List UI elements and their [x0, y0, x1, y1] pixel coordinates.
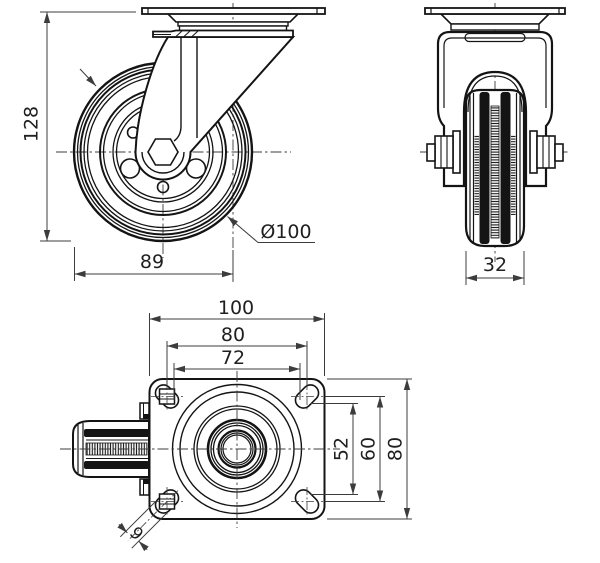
dim-plan-hole-pitch-x-outer-label: 80 — [221, 324, 245, 346]
axle-nut — [536, 135, 556, 169]
side-view: 32 — [420, 3, 570, 285]
dim-plan-plate-depth-label: 80 — [385, 437, 407, 461]
dim-plan-plate-depth: 80 — [327, 378, 412, 520]
axle-bolt-end — [426, 143, 436, 162]
axle-bolt-end — [554, 143, 564, 162]
tread-band — [84, 461, 149, 469]
dim-plan-hole-pitch-x-inner-label: 72 — [221, 347, 245, 369]
dim-plan-hole-pitch-y-inner-label: 52 — [331, 437, 353, 461]
dim-plan-plate-width-label: 100 — [218, 297, 254, 319]
dim-plan-hole-pitch-x-inner: 72 — [173, 347, 301, 400]
dim-front-height: 128 — [21, 11, 136, 242]
washer — [529, 130, 538, 174]
axle-nut — [434, 135, 454, 169]
tread-texture — [511, 135, 516, 215]
dim-plan-plate-width: 100 — [149, 297, 325, 376]
dim-side-wheel-width: 32 — [465, 251, 525, 285]
dim-wheel-diameter-label: Ø100 — [260, 221, 311, 243]
side-axle — [426, 130, 564, 174]
side-wheel — [464, 88, 526, 248]
hub-hole — [156, 180, 170, 194]
tread-band — [479, 92, 490, 244]
front-fork — [134, 36, 296, 181]
washer — [452, 130, 461, 174]
dim-wheel-diameter: Ø100 — [227, 216, 315, 243]
tread-band — [500, 92, 511, 244]
tire-pointer-arrow — [79, 68, 97, 87]
dim-plan-slot-width-label: 9 — [125, 523, 147, 545]
plan-wheel — [72, 402, 150, 496]
dim-plan-hole-pitch-y-outer: 60 — [325, 396, 385, 502]
tread-texture — [490, 105, 500, 239]
plan-view: 100 80 72 52 60 80 — [60, 297, 412, 552]
side-top-plate — [424, 7, 566, 31]
front-view: 128 89 Ø100 — [21, 3, 326, 282]
axle-hex-nut — [147, 138, 179, 166]
tread-texture — [474, 135, 479, 215]
dim-front-footprint: 89 — [74, 247, 234, 281]
plan-centerlines — [60, 371, 340, 541]
front-top-plate — [141, 7, 326, 38]
tread-band — [84, 429, 149, 437]
side-fork-housing — [436, 30, 554, 188]
hub-hole — [119, 158, 141, 179]
dim-front-footprint-label: 89 — [140, 251, 164, 273]
dim-plan-hole-pitch-y-outer-label: 60 — [358, 437, 380, 461]
dim-plan-hole-pitch-y-inner: 52 — [311, 403, 358, 495]
dim-plan-hole-pitch-x-outer: 80 — [166, 324, 308, 386]
dim-front-height-label: 128 — [21, 106, 43, 142]
dim-side-wheel-width-label: 32 — [483, 254, 507, 276]
hub-hole — [185, 158, 207, 179]
